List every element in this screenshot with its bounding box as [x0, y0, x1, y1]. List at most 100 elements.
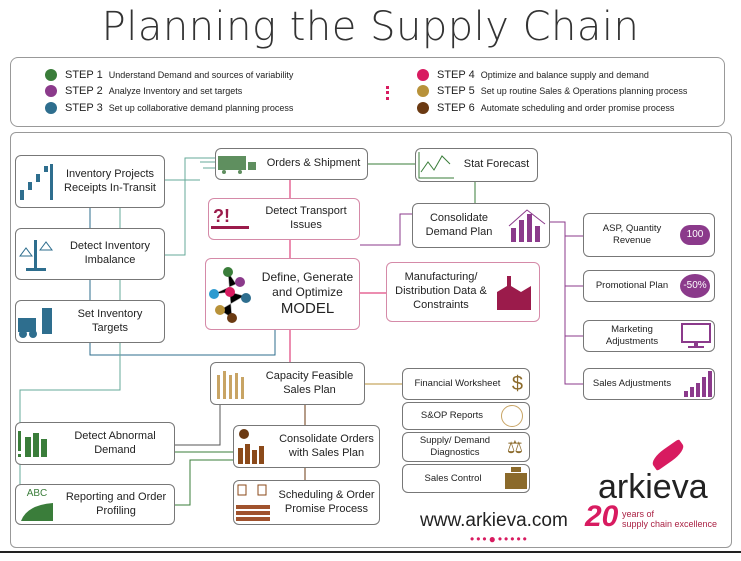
abc-curve-icon: ABC [16, 488, 58, 521]
node-stat-forecast[interactable]: Stat Forecast [415, 148, 538, 182]
node-label: Reporting and Order Profiling [65, 490, 167, 517]
node-label: Define, Generate and Optimize [261, 269, 354, 299]
blue-dot-icon [45, 102, 57, 114]
steps-legend: STEP 1 Understand Demand and sources of v… [10, 57, 725, 127]
transport-alert-icon: ?! [211, 206, 249, 229]
svg-text:?!: ?! [213, 206, 230, 226]
node-label-model: MODEL [280, 299, 335, 317]
stair-chart-icon [20, 163, 53, 200]
step-1: STEP 1 Understand Demand and sources of v… [45, 69, 293, 81]
orders-bar-icon [238, 428, 264, 464]
website-link[interactable]: www.arkieva.com [420, 510, 568, 531]
discount-badge-icon: -50% [680, 274, 710, 298]
step-label: STEP 3 [65, 102, 103, 114]
revenue-badge-icon: 100 [680, 225, 710, 245]
arkieva-logo: arkieva [598, 468, 708, 506]
node-label: Consolidate Demand Plan [425, 211, 493, 238]
node-sales-adjustments[interactable]: Sales Adjustments [583, 368, 715, 400]
forklift-icon [18, 307, 52, 338]
step-label: STEP 2 [65, 85, 103, 97]
dollar-icon: $ [511, 372, 523, 395]
tagline-line-1: years of [622, 509, 655, 519]
node-label: Stat Forecast [463, 158, 530, 171]
truck-icon [218, 156, 256, 174]
step-2: STEP 2 Analyze Inventory and set targets [45, 85, 242, 97]
node-label: Sales Control [424, 472, 482, 484]
step-text: Set up routine Sales & Operations planni… [480, 86, 688, 96]
node-label: Inventory Projects Receipts In-Transit [64, 167, 156, 194]
decorative-dots-icon: •••●••••• [470, 532, 529, 546]
years-number: 20 [585, 500, 619, 533]
step-text: Set up collaborative demand planning pro… [108, 103, 294, 113]
node-promotional-plan[interactable]: Promotional Plan -50% [583, 270, 715, 302]
step-text: Understand Demand and sources of variabi… [108, 70, 294, 80]
node-label: Set Inventory Targets [77, 307, 143, 334]
node-demand-plan[interactable]: Consolidate Demand Plan [412, 203, 550, 248]
node-label: Detect Inventory Imbalance [69, 240, 151, 266]
step-label: STEP 4 [437, 69, 475, 81]
node-scheduling[interactable]: Scheduling & Order Promise Process [233, 480, 380, 525]
node-label: Manufacturing/ Distribution Data & Const… [395, 271, 487, 311]
node-label: Promotional Plan [595, 280, 669, 292]
step-6: STEP 6 Automate scheduling and order prom… [417, 102, 674, 114]
step-label: STEP 1 [65, 69, 103, 81]
line-chart-icon [418, 152, 454, 179]
step-5: STEP 5 Set up routine Sales & Operations … [417, 85, 687, 97]
brown-dot-icon [417, 102, 429, 114]
node-inventory-imbalance[interactable]: Detect Inventory Imbalance [15, 228, 165, 280]
node-label: S&OP Reports [420, 410, 484, 422]
node-label: Consolidate Orders with Sales Plan [279, 432, 374, 459]
step-text: Automate scheduling and order promise pr… [480, 103, 675, 113]
node-label: Detect Abnormal Demand [74, 429, 156, 456]
scale-icon [19, 240, 53, 271]
node-label: Capacity Feasible Sales Plan [265, 369, 354, 396]
node-label: Sales Adjustments [592, 378, 672, 390]
tagline-line-2: supply chain excellence [622, 518, 718, 529]
node-label: ASP, Quantity Revenue [602, 223, 662, 246]
step-label: STEP 5 [437, 85, 475, 97]
diagram-panel [10, 132, 732, 548]
node-inventory-targets[interactable]: Set Inventory Targets [15, 300, 165, 343]
node-asp[interactable]: ASP, Quantity Revenue 100 [583, 213, 715, 257]
abc-label: ABC [26, 488, 48, 500]
purple-dot-icon [45, 85, 57, 97]
node-transport-issues[interactable]: ?! Detect Transport Issues [208, 198, 360, 240]
node-financial-worksheet[interactable]: Financial Worksheet $ [402, 368, 530, 400]
step-text: Optimize and balance supply and demand [480, 70, 649, 80]
node-manufacturing[interactable]: Manufacturing/ Distribution Data & Const… [386, 262, 540, 322]
node-diagnostics[interactable]: Supply/ Demand Diagnostics ⚖ [402, 432, 530, 462]
step-text: Analyze Inventory and set targets [108, 86, 243, 96]
network-model-icon [209, 267, 251, 323]
bar-chart-icon [508, 208, 546, 242]
capacity-chart-icon [217, 370, 244, 399]
gold-dot-icon [417, 85, 429, 97]
node-sales-control[interactable]: Sales Control [402, 464, 530, 493]
node-sop-reports[interactable]: S&OP Reports [402, 402, 530, 430]
node-inventory-projects[interactable]: Inventory Projects Receipts In-Transit [15, 155, 165, 208]
node-label: Supply/ Demand Diagnostics [419, 435, 491, 458]
node-reporting[interactable]: ABC Reporting and Order Profiling [15, 484, 175, 525]
growth-chart-icon [684, 371, 712, 397]
node-label: Marketing Adjustments [605, 324, 659, 347]
node-capacity-plan[interactable]: Capacity Feasible Sales Plan [210, 362, 365, 405]
report-circle-icon [501, 405, 523, 427]
step-label: STEP 6 [437, 102, 475, 114]
page-title: Planning the Supply Chain [101, 4, 640, 50]
node-label: Financial Worksheet [414, 378, 501, 390]
cash-register-icon [505, 466, 527, 489]
monitor-icon [681, 323, 711, 348]
step-4: STEP 4 Optimize and balance supply and de… [417, 69, 649, 81]
node-abnormal-demand[interactable]: Detect Abnormal Demand [15, 422, 175, 465]
bottom-divider [0, 551, 741, 553]
legend-divider [386, 86, 389, 100]
factory-icon [497, 276, 531, 310]
balance-icon: ⚖ [506, 436, 523, 457]
green-dot-icon [45, 69, 57, 81]
node-orders-shipment[interactable]: Orders & Shipment [215, 148, 368, 180]
step-3: STEP 3 Set up collaborative demand planni… [45, 102, 293, 114]
node-marketing[interactable]: Marketing Adjustments [583, 320, 715, 352]
node-label: Orders & Shipment [266, 157, 361, 170]
node-consolidate-orders[interactable]: Consolidate Orders with Sales Plan [233, 425, 380, 468]
